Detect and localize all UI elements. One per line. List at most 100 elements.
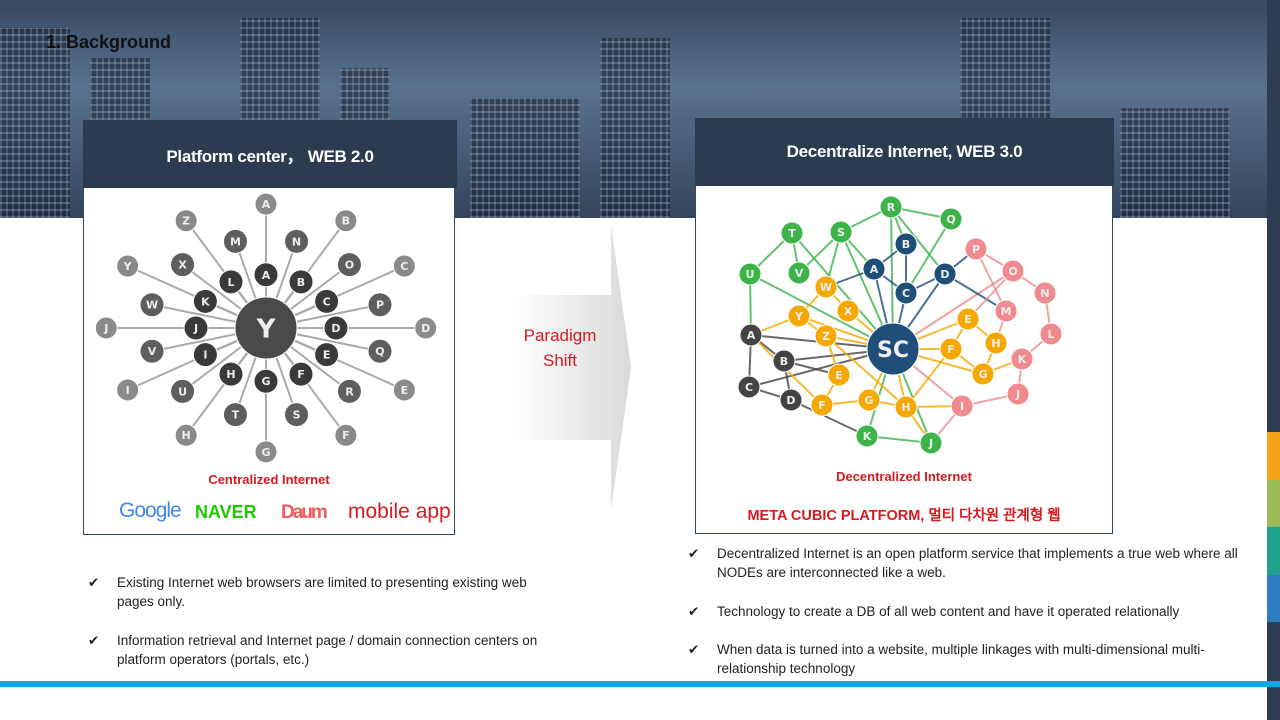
network-node	[939, 337, 963, 361]
node-label: Y	[256, 314, 277, 344]
naver-logo: NAVER	[195, 502, 257, 522]
network-node	[984, 331, 1008, 355]
node-label: I	[960, 400, 964, 413]
network-node	[139, 292, 165, 318]
mobile-app-label: mobile app	[348, 500, 451, 523]
node-label: G	[261, 375, 270, 388]
node-label: I	[203, 349, 207, 362]
node-label: B	[342, 215, 350, 228]
node-label: Q	[946, 213, 955, 226]
network-node	[737, 375, 761, 399]
check-icon: ✔	[688, 642, 700, 657]
node-label: N	[1040, 287, 1049, 300]
node-label: U	[746, 268, 755, 281]
node-label: H	[991, 337, 1000, 350]
bullet-text: Information retrieval and Internet page …	[117, 633, 538, 667]
network-node	[894, 281, 918, 305]
network-node	[739, 323, 763, 347]
paradigm-shift-label: Paradigm Shift	[505, 323, 615, 373]
node-label: Q	[375, 345, 384, 358]
network-node	[866, 322, 920, 376]
node-label: A	[747, 329, 756, 342]
node-label: T	[232, 409, 240, 422]
node-label: D	[786, 394, 795, 407]
network-edge	[905, 348, 952, 408]
node-label: G	[261, 446, 270, 459]
network-node	[284, 228, 310, 254]
node-label: C	[745, 381, 753, 394]
network-node	[253, 262, 279, 288]
network-node	[855, 424, 879, 448]
network-node	[336, 252, 362, 278]
network-node	[222, 402, 248, 428]
network-node	[857, 388, 881, 412]
web2-header: Platform center， WEB 2.0	[83, 120, 457, 188]
check-icon: ✔	[88, 633, 100, 648]
network-node	[170, 378, 196, 404]
network-node	[779, 388, 803, 412]
node-label: P	[376, 299, 384, 312]
network-node	[139, 338, 165, 364]
node-label: M	[230, 235, 241, 248]
network-node	[392, 254, 416, 278]
network-node	[414, 316, 438, 340]
node-label: U	[178, 385, 187, 398]
accent-strip	[1267, 0, 1280, 720]
network-node	[116, 254, 140, 278]
node-label: F	[818, 399, 826, 412]
network-node	[222, 228, 248, 254]
right-bullet: ✔Decentralized Internet is an open platf…	[688, 544, 1238, 582]
network-edge	[825, 335, 907, 408]
right-bullet: ✔When data is turned into a website, mul…	[688, 640, 1238, 678]
network-node	[787, 304, 811, 328]
left-bullet: ✔ Information retrieval and Internet page…	[88, 631, 548, 669]
network-node	[234, 296, 298, 360]
node-label: Y	[123, 260, 133, 273]
node-label: J	[1015, 388, 1020, 401]
node-label: N	[292, 235, 301, 248]
network-node	[288, 269, 314, 295]
node-label: D	[421, 322, 430, 335]
node-label: E	[401, 384, 409, 397]
network-node	[392, 378, 416, 402]
network-node	[738, 262, 762, 286]
node-label: K	[863, 430, 872, 443]
node-label: C	[323, 295, 331, 308]
network-node	[814, 275, 838, 299]
decentralized-caption: Decentralized Internet	[836, 469, 972, 484]
network-node	[183, 315, 209, 341]
network-node	[323, 315, 349, 341]
network-node	[94, 316, 118, 340]
check-icon: ✔	[688, 604, 700, 619]
node-label: F	[297, 368, 305, 381]
node-label: H	[901, 401, 910, 414]
node-label: R	[345, 385, 354, 398]
shift-line: Shift	[542, 351, 578, 370]
node-label: X	[844, 305, 853, 318]
node-label: T	[788, 227, 796, 240]
network-edge	[790, 399, 868, 437]
network-node	[971, 362, 995, 386]
network-node	[964, 237, 988, 261]
node-label: S	[293, 409, 301, 422]
network-node	[174, 209, 198, 233]
right-bullet: ✔Technology to create a DB of all web co…	[688, 602, 1238, 621]
centralized-caption: Centralized Internet	[208, 472, 330, 487]
network-node	[367, 292, 393, 318]
network-node	[829, 220, 853, 244]
node-label: V	[148, 345, 157, 358]
network-node	[787, 261, 811, 285]
network-node	[1006, 382, 1030, 406]
google-logo: Google	[119, 499, 182, 522]
bullet-text: Existing Internet web browsers are limit…	[117, 575, 527, 609]
network-node	[192, 342, 218, 368]
node-label: O	[1008, 265, 1017, 278]
node-label: A	[262, 269, 271, 282]
node-label: W	[820, 281, 832, 294]
network-node	[1010, 347, 1034, 371]
network-node	[116, 378, 140, 402]
node-label: A	[870, 263, 879, 276]
network-node	[939, 207, 963, 231]
